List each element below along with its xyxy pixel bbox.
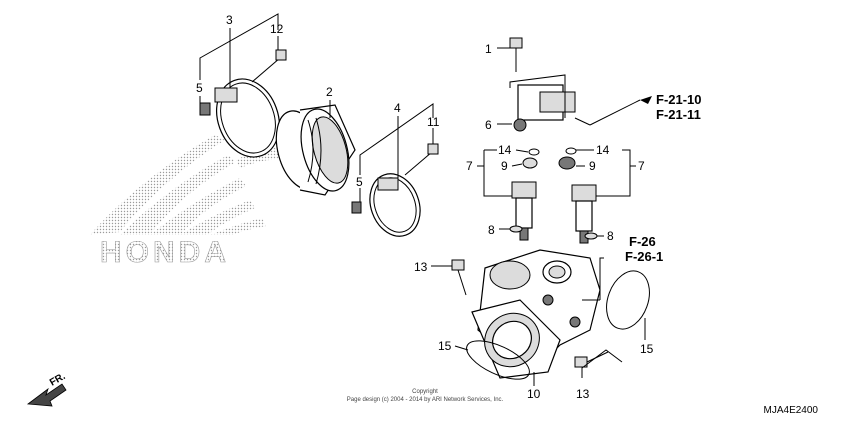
label-part-8-right: 8: [607, 229, 614, 243]
label-part-14-right: 14: [596, 143, 610, 157]
bolt-13-upper: [451, 259, 467, 296]
label-part-10: 10: [527, 387, 541, 401]
label-part-8-left: 8: [488, 223, 495, 237]
injector-right: [571, 184, 597, 244]
ref-f-26-1[interactable]: F-26-1: [625, 249, 663, 264]
label-part-5-right: 5: [356, 175, 363, 189]
honda-wing-logo: HONDA: [90, 135, 290, 269]
label-part-4: 4: [394, 101, 401, 115]
intake-boot: [275, 104, 356, 196]
leader-lines: [199, 13, 646, 386]
label-part-14-left: 14: [498, 143, 512, 157]
ref-arrow-icon: [640, 96, 652, 104]
diagram-code: MJA4E2400: [764, 405, 819, 416]
label-part-13-upper: 13: [414, 260, 428, 274]
throttle-body: [471, 249, 601, 379]
label-part-13-lower: 13: [576, 387, 590, 401]
label-part-9-right: 9: [589, 159, 596, 173]
screw-12: [251, 49, 287, 83]
bolt-1: [509, 37, 523, 72]
screw-11: [404, 143, 439, 176]
o-ring-right: [606, 270, 650, 330]
fuel-rail: [513, 84, 591, 132]
front-direction-arrow: FR.: [26, 371, 68, 407]
injector-left: [511, 181, 537, 241]
o-ring-left: [466, 340, 530, 380]
ref-f-21-10[interactable]: F-21-10: [656, 92, 702, 107]
front-direction-label: FR.: [48, 371, 68, 389]
label-part-15-right: 15: [640, 342, 654, 356]
label-part-1: 1: [485, 42, 492, 56]
ref-f-21-11[interactable]: F-21-11: [656, 107, 701, 122]
copyright-line-2: Page design (c) 2004 - 2014 by ARI Netwo…: [347, 397, 504, 403]
label-part-7-right: 7: [638, 159, 645, 173]
label-part-9-left: 9: [501, 159, 508, 173]
bolt-13-lower: [574, 351, 609, 368]
seals: [509, 147, 598, 240]
label-part-7-left: 7: [466, 159, 473, 173]
copyright-line-1: Copyright: [412, 389, 438, 395]
label-part-2: 2: [326, 85, 333, 99]
label-part-11: 11: [427, 115, 440, 129]
label-part-5-left: 5: [196, 81, 203, 95]
label-part-6: 6: [485, 118, 492, 132]
label-part-3: 3: [226, 13, 233, 27]
front-arrow-icon: [26, 383, 67, 407]
ref-f-26[interactable]: F-26: [629, 234, 656, 249]
label-part-12: 12: [270, 22, 284, 36]
label-part-15-left: 15: [438, 339, 452, 353]
hose-clamp-right: [351, 173, 421, 237]
hose-clamp-left: [199, 78, 280, 158]
honda-watermark-text: HONDA: [100, 236, 230, 269]
